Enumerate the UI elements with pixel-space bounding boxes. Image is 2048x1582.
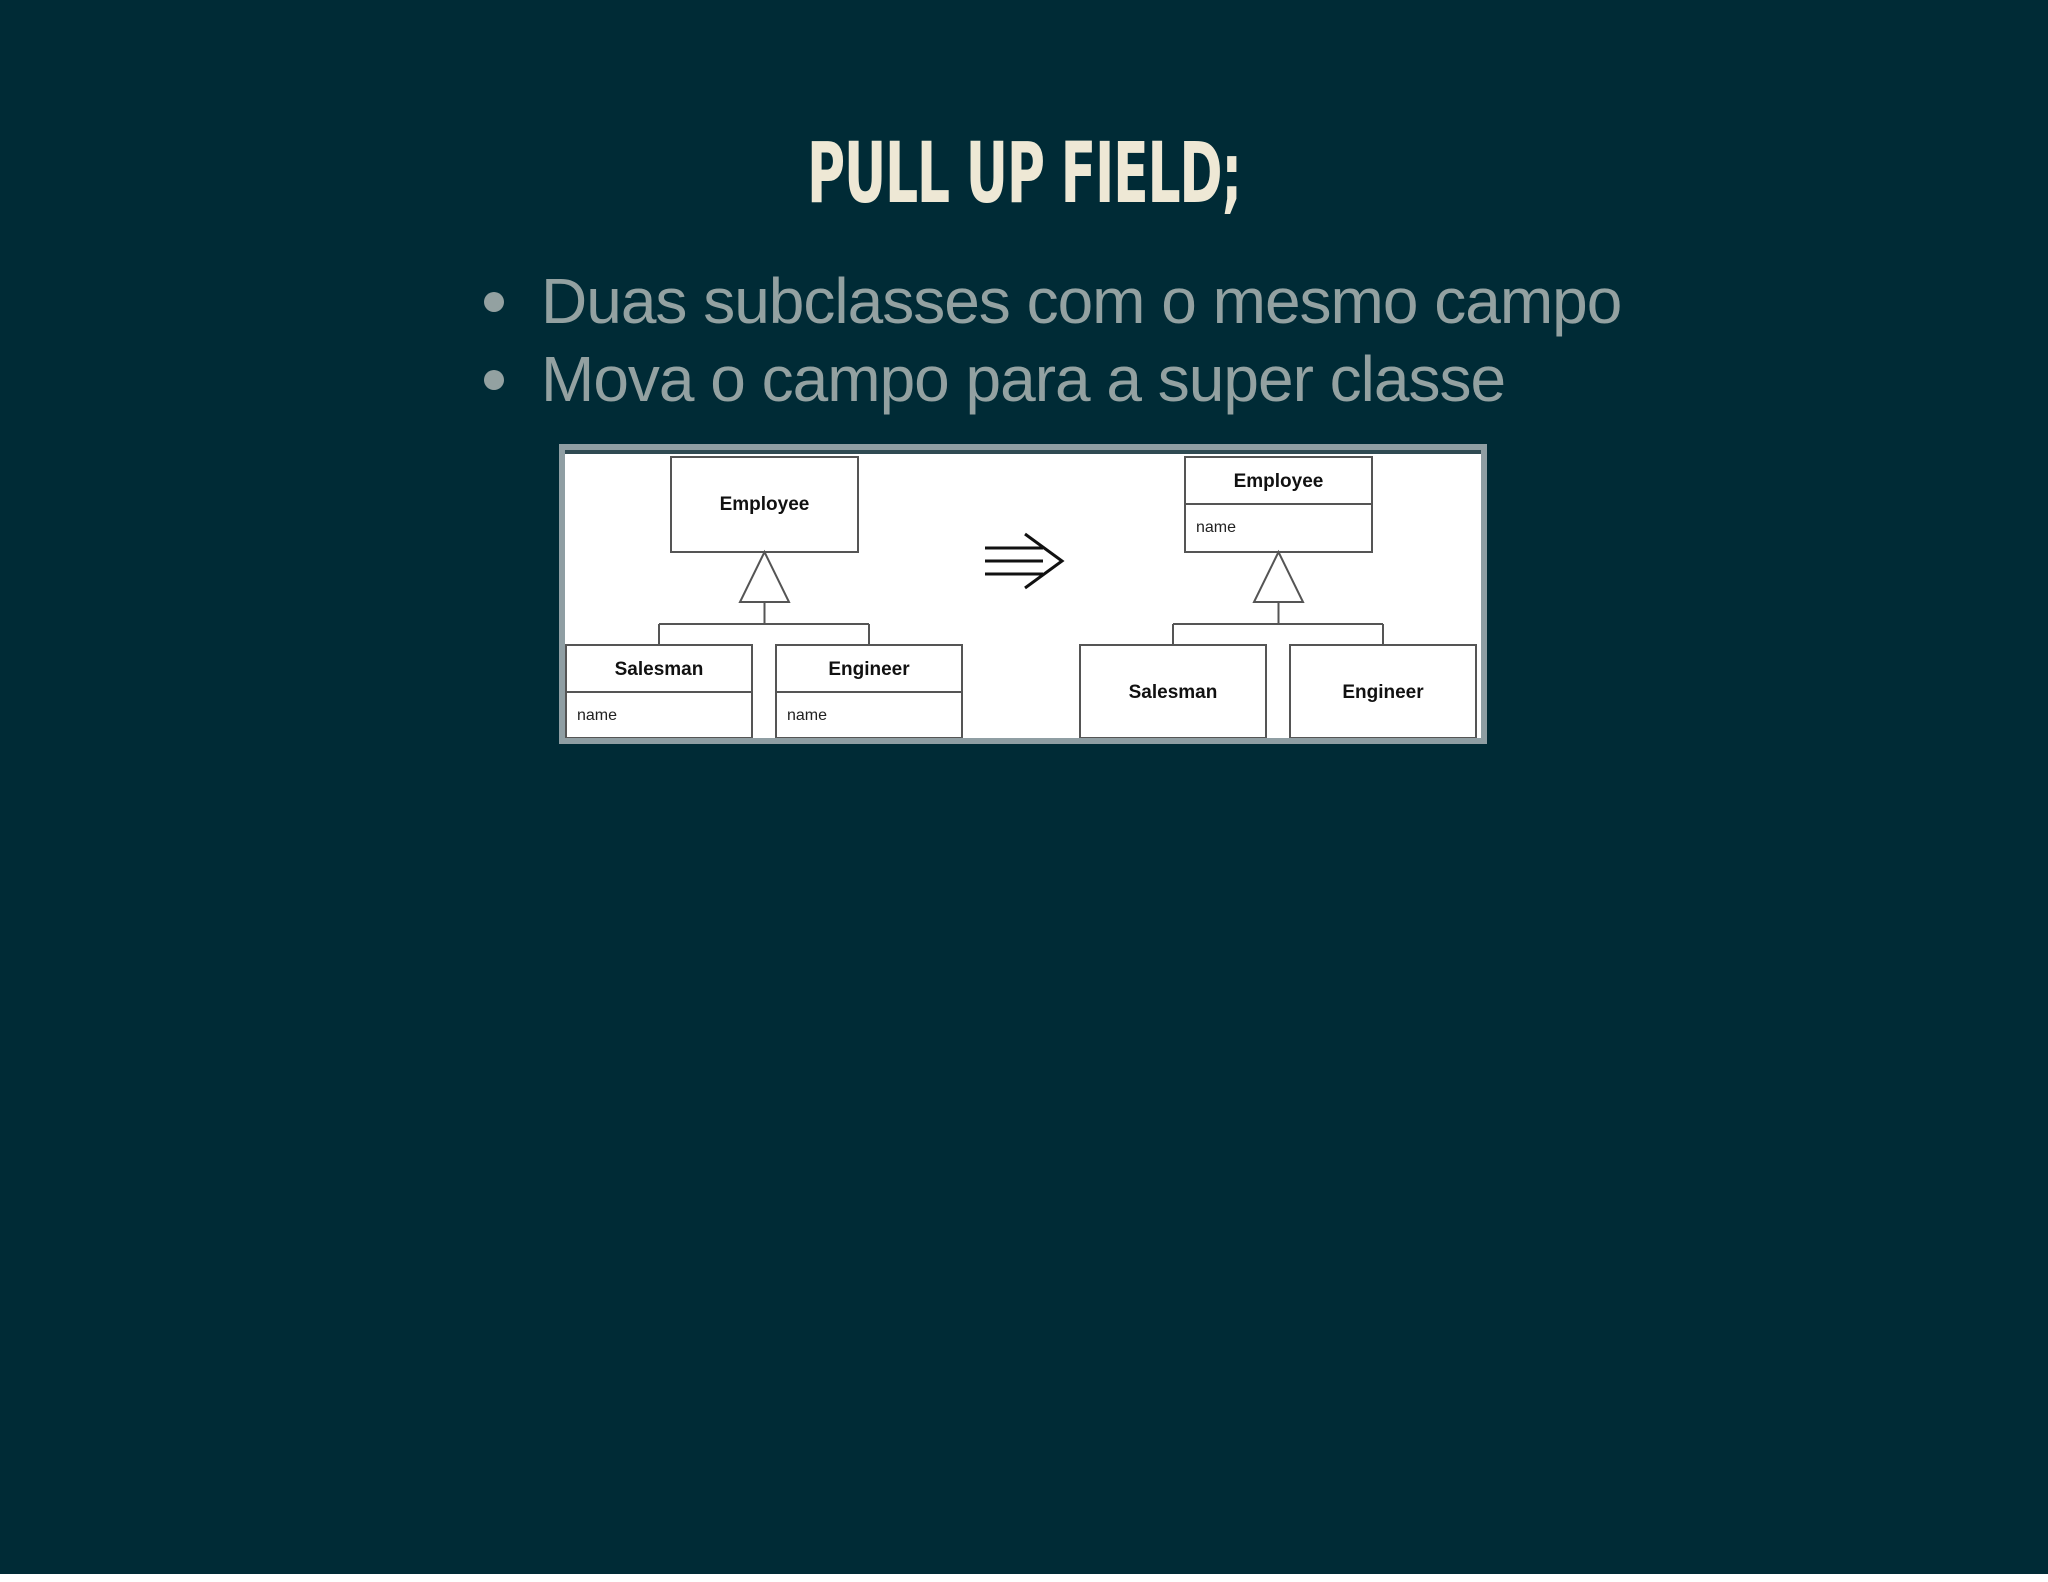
after-subclass-name-salesman: Salesman	[1129, 682, 1218, 703]
before-diagram: Employee Salesman name Engineer name	[565, 456, 963, 738]
bullet-text: Duas subclasses com o mesmo campo	[541, 265, 1622, 337]
before-subclass-field-salesman: name	[577, 707, 617, 724]
after-subclass-box-engineer	[1289, 644, 1477, 738]
before-subclass-field-engineer: name	[787, 707, 827, 724]
bullet-item: Mova o campo para a super classe	[476, 340, 1621, 418]
after-subclass-box-salesman	[1079, 644, 1267, 738]
after-diagram: Employee name Salesman Engineer	[1079, 456, 1477, 738]
after-superclass-field: name	[1196, 519, 1236, 536]
diagram-top-band	[565, 450, 1481, 454]
before-superclass-name: Employee	[720, 494, 810, 515]
before-subclass-name-salesman: Salesman	[615, 659, 704, 680]
bottom-edge	[0, 1574, 2048, 1582]
uml-diagram: Employee Salesman name Engineer name	[565, 450, 1481, 738]
bullet-dot-icon	[484, 292, 504, 312]
after-superclass-name: Employee	[1234, 471, 1324, 492]
after-inheritance-triangle-icon	[1252, 549, 1305, 603]
after-subclass-name-engineer: Engineer	[1342, 682, 1424, 703]
before-inheritance-triangle-icon	[738, 549, 791, 603]
bullet-text: Mova o campo para a super classe	[541, 343, 1506, 415]
slide-title: PULL UP FIELD;	[807, 124, 1242, 222]
bullet-dot-icon	[484, 370, 504, 390]
uml-diagram-image: Employee Salesman name Engineer name	[559, 444, 1487, 744]
bullet-item: Duas subclasses com o mesmo campo	[476, 262, 1622, 340]
before-superclass-box	[670, 456, 859, 553]
refactoring-arrow-icon	[985, 532, 1065, 590]
bullet-list: Duas subclasses com o mesmo campo Mova o…	[476, 262, 1622, 418]
before-subclass-name-engineer: Engineer	[828, 659, 910, 680]
before-inheritance-lines	[658, 602, 870, 645]
after-inheritance-lines	[1172, 602, 1384, 645]
